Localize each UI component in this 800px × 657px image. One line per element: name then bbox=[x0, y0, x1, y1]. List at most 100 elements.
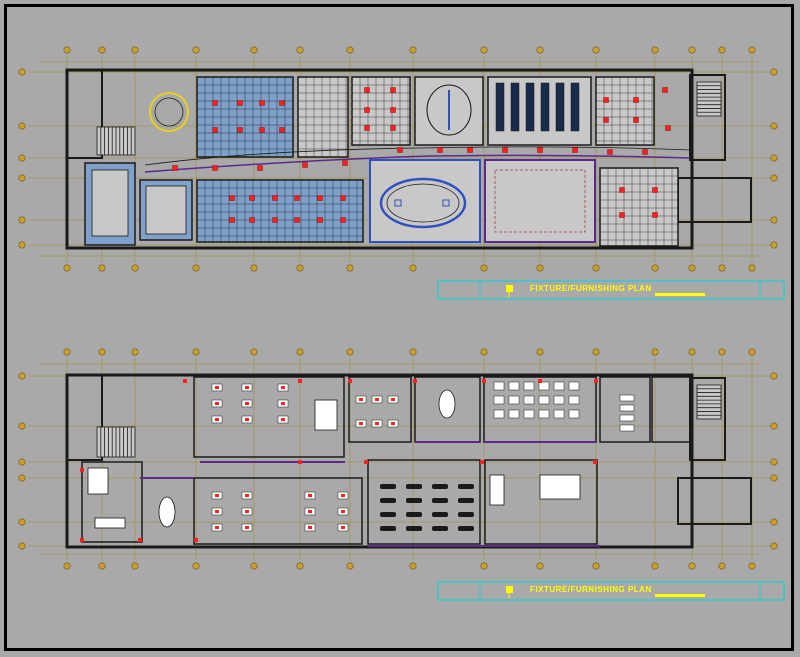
grid-bubble bbox=[250, 562, 258, 570]
grid-bubble bbox=[592, 348, 600, 356]
ceiling-room-c bbox=[351, 76, 411, 146]
grid-bubble bbox=[250, 46, 258, 54]
ceiling-room-a bbox=[196, 76, 294, 158]
light-fixture bbox=[633, 117, 639, 123]
grid-bubble bbox=[536, 562, 544, 570]
reception-desk bbox=[94, 517, 126, 529]
grid-bubble bbox=[18, 154, 26, 162]
column-marker bbox=[80, 538, 84, 542]
grid-bubble bbox=[192, 264, 200, 272]
grid-bubble bbox=[131, 46, 139, 54]
light-fixture bbox=[364, 107, 370, 113]
ceiling-room-j bbox=[484, 159, 596, 243]
classroom-desk bbox=[553, 395, 565, 405]
grid-bubble bbox=[18, 122, 26, 130]
grid-bubble bbox=[63, 348, 71, 356]
grid-bubble bbox=[651, 348, 659, 356]
office-chair bbox=[215, 418, 219, 421]
office-chair bbox=[245, 402, 249, 405]
training-table bbox=[406, 498, 422, 503]
column-marker bbox=[538, 379, 542, 383]
light-fixture bbox=[212, 127, 218, 133]
grid-bubble bbox=[98, 46, 106, 54]
light-fixture bbox=[390, 87, 396, 93]
column-marker bbox=[194, 538, 198, 542]
office-chair bbox=[245, 510, 249, 513]
grid-bubble bbox=[480, 46, 488, 54]
column-marker bbox=[138, 538, 142, 542]
column-marker bbox=[413, 379, 417, 383]
light-fixture bbox=[279, 127, 285, 133]
grid-bubble bbox=[688, 264, 696, 272]
furnishing-plan: FIXTURE/FURNISHING PLAN bbox=[18, 348, 785, 601]
grid-bubble bbox=[770, 154, 778, 162]
grid-bubble bbox=[18, 422, 26, 430]
grid-bubble bbox=[688, 562, 696, 570]
light-fixture bbox=[294, 195, 300, 201]
grid-bubble bbox=[688, 46, 696, 54]
light-fixture bbox=[272, 195, 278, 201]
light-fixture bbox=[172, 165, 178, 171]
grid-bubble bbox=[346, 348, 354, 356]
light-fixture bbox=[249, 195, 255, 201]
grid-bubble bbox=[718, 562, 726, 570]
office-chair bbox=[391, 422, 395, 425]
light-fixture bbox=[537, 147, 543, 153]
classroom-desk bbox=[568, 381, 580, 391]
light-fixture bbox=[390, 107, 396, 113]
training-table bbox=[432, 512, 448, 517]
light-fixture bbox=[619, 187, 625, 193]
office-desk bbox=[619, 424, 635, 432]
grid-bubble bbox=[346, 264, 354, 272]
office-chair bbox=[245, 526, 249, 529]
grid-bubble bbox=[651, 46, 659, 54]
grid-bubble bbox=[718, 46, 726, 54]
office-chair bbox=[245, 386, 249, 389]
grid-bubble bbox=[770, 68, 778, 76]
training-table bbox=[458, 526, 474, 531]
ceiling-room-k bbox=[599, 167, 679, 247]
drawing-frame bbox=[4, 4, 794, 651]
grid-bubble bbox=[63, 264, 71, 272]
upper-stair-left bbox=[96, 126, 136, 156]
classroom-desk bbox=[523, 409, 535, 419]
grid-bubble bbox=[131, 562, 139, 570]
grid-bubble bbox=[18, 458, 26, 466]
classroom-desk bbox=[553, 409, 565, 419]
grid-bubble bbox=[131, 348, 139, 356]
column-marker bbox=[348, 379, 352, 383]
light-fixture bbox=[212, 165, 218, 171]
column-marker bbox=[80, 468, 84, 472]
grid-bubble bbox=[18, 216, 26, 224]
grid-bubble bbox=[250, 264, 258, 272]
light-fixture bbox=[279, 100, 285, 106]
office-desk bbox=[87, 467, 109, 495]
light-fixture bbox=[237, 100, 243, 106]
light-fixture bbox=[652, 212, 658, 218]
classroom-desk bbox=[493, 395, 505, 405]
light-fixture bbox=[502, 147, 508, 153]
office-desk bbox=[619, 394, 635, 402]
classroom-desk bbox=[508, 395, 520, 405]
grid-bubble bbox=[18, 174, 26, 182]
grid-bubble bbox=[192, 562, 200, 570]
column-marker bbox=[298, 379, 302, 383]
lower-title-block: FIXTURE/FURNISHING PLAN bbox=[437, 581, 785, 601]
office-chair bbox=[281, 386, 285, 389]
light-fixture bbox=[364, 125, 370, 131]
grid-bubble bbox=[192, 348, 200, 356]
training-table bbox=[380, 498, 396, 503]
office-chair bbox=[215, 494, 219, 497]
grid-bubble bbox=[718, 264, 726, 272]
grid-bubble bbox=[770, 241, 778, 249]
grid-bubble bbox=[346, 562, 354, 570]
column-marker bbox=[298, 460, 302, 464]
sofa bbox=[489, 474, 505, 506]
office-chair bbox=[215, 402, 219, 405]
grid-bubble bbox=[770, 474, 778, 482]
upper-title-block: FIXTURE/FURNISHING PLAN bbox=[437, 280, 785, 300]
office-chair bbox=[375, 422, 379, 425]
ceiling-room-e bbox=[487, 76, 592, 146]
classroom-desk bbox=[508, 381, 520, 391]
